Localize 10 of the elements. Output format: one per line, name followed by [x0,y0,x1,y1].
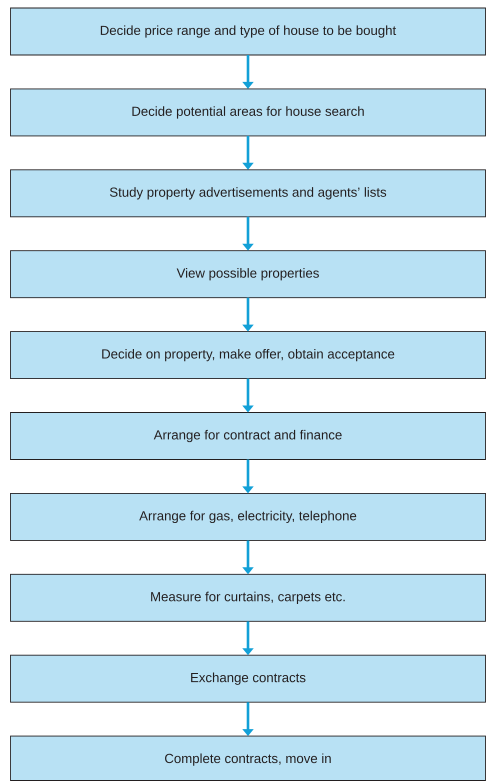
process-box: Arrange for contract and finance [10,412,486,460]
process-box: Arrange for gas, electricity, telephone [10,492,486,541]
process-box: Decide price range and type of house to be bought [10,8,486,56]
process-box: Measure for curtains, carpets etc. [10,574,486,622]
process-box: View possible properties [10,250,486,298]
process-box: Study property advertisements and agents’ lists [10,169,486,218]
process-box: Decide on property, make offer, obtain acceptance [10,331,486,380]
process-box: Exchange contracts [10,654,486,703]
process-box: Decide potential areas for house search [10,88,486,136]
process-box: Complete contracts, move in [10,736,486,781]
